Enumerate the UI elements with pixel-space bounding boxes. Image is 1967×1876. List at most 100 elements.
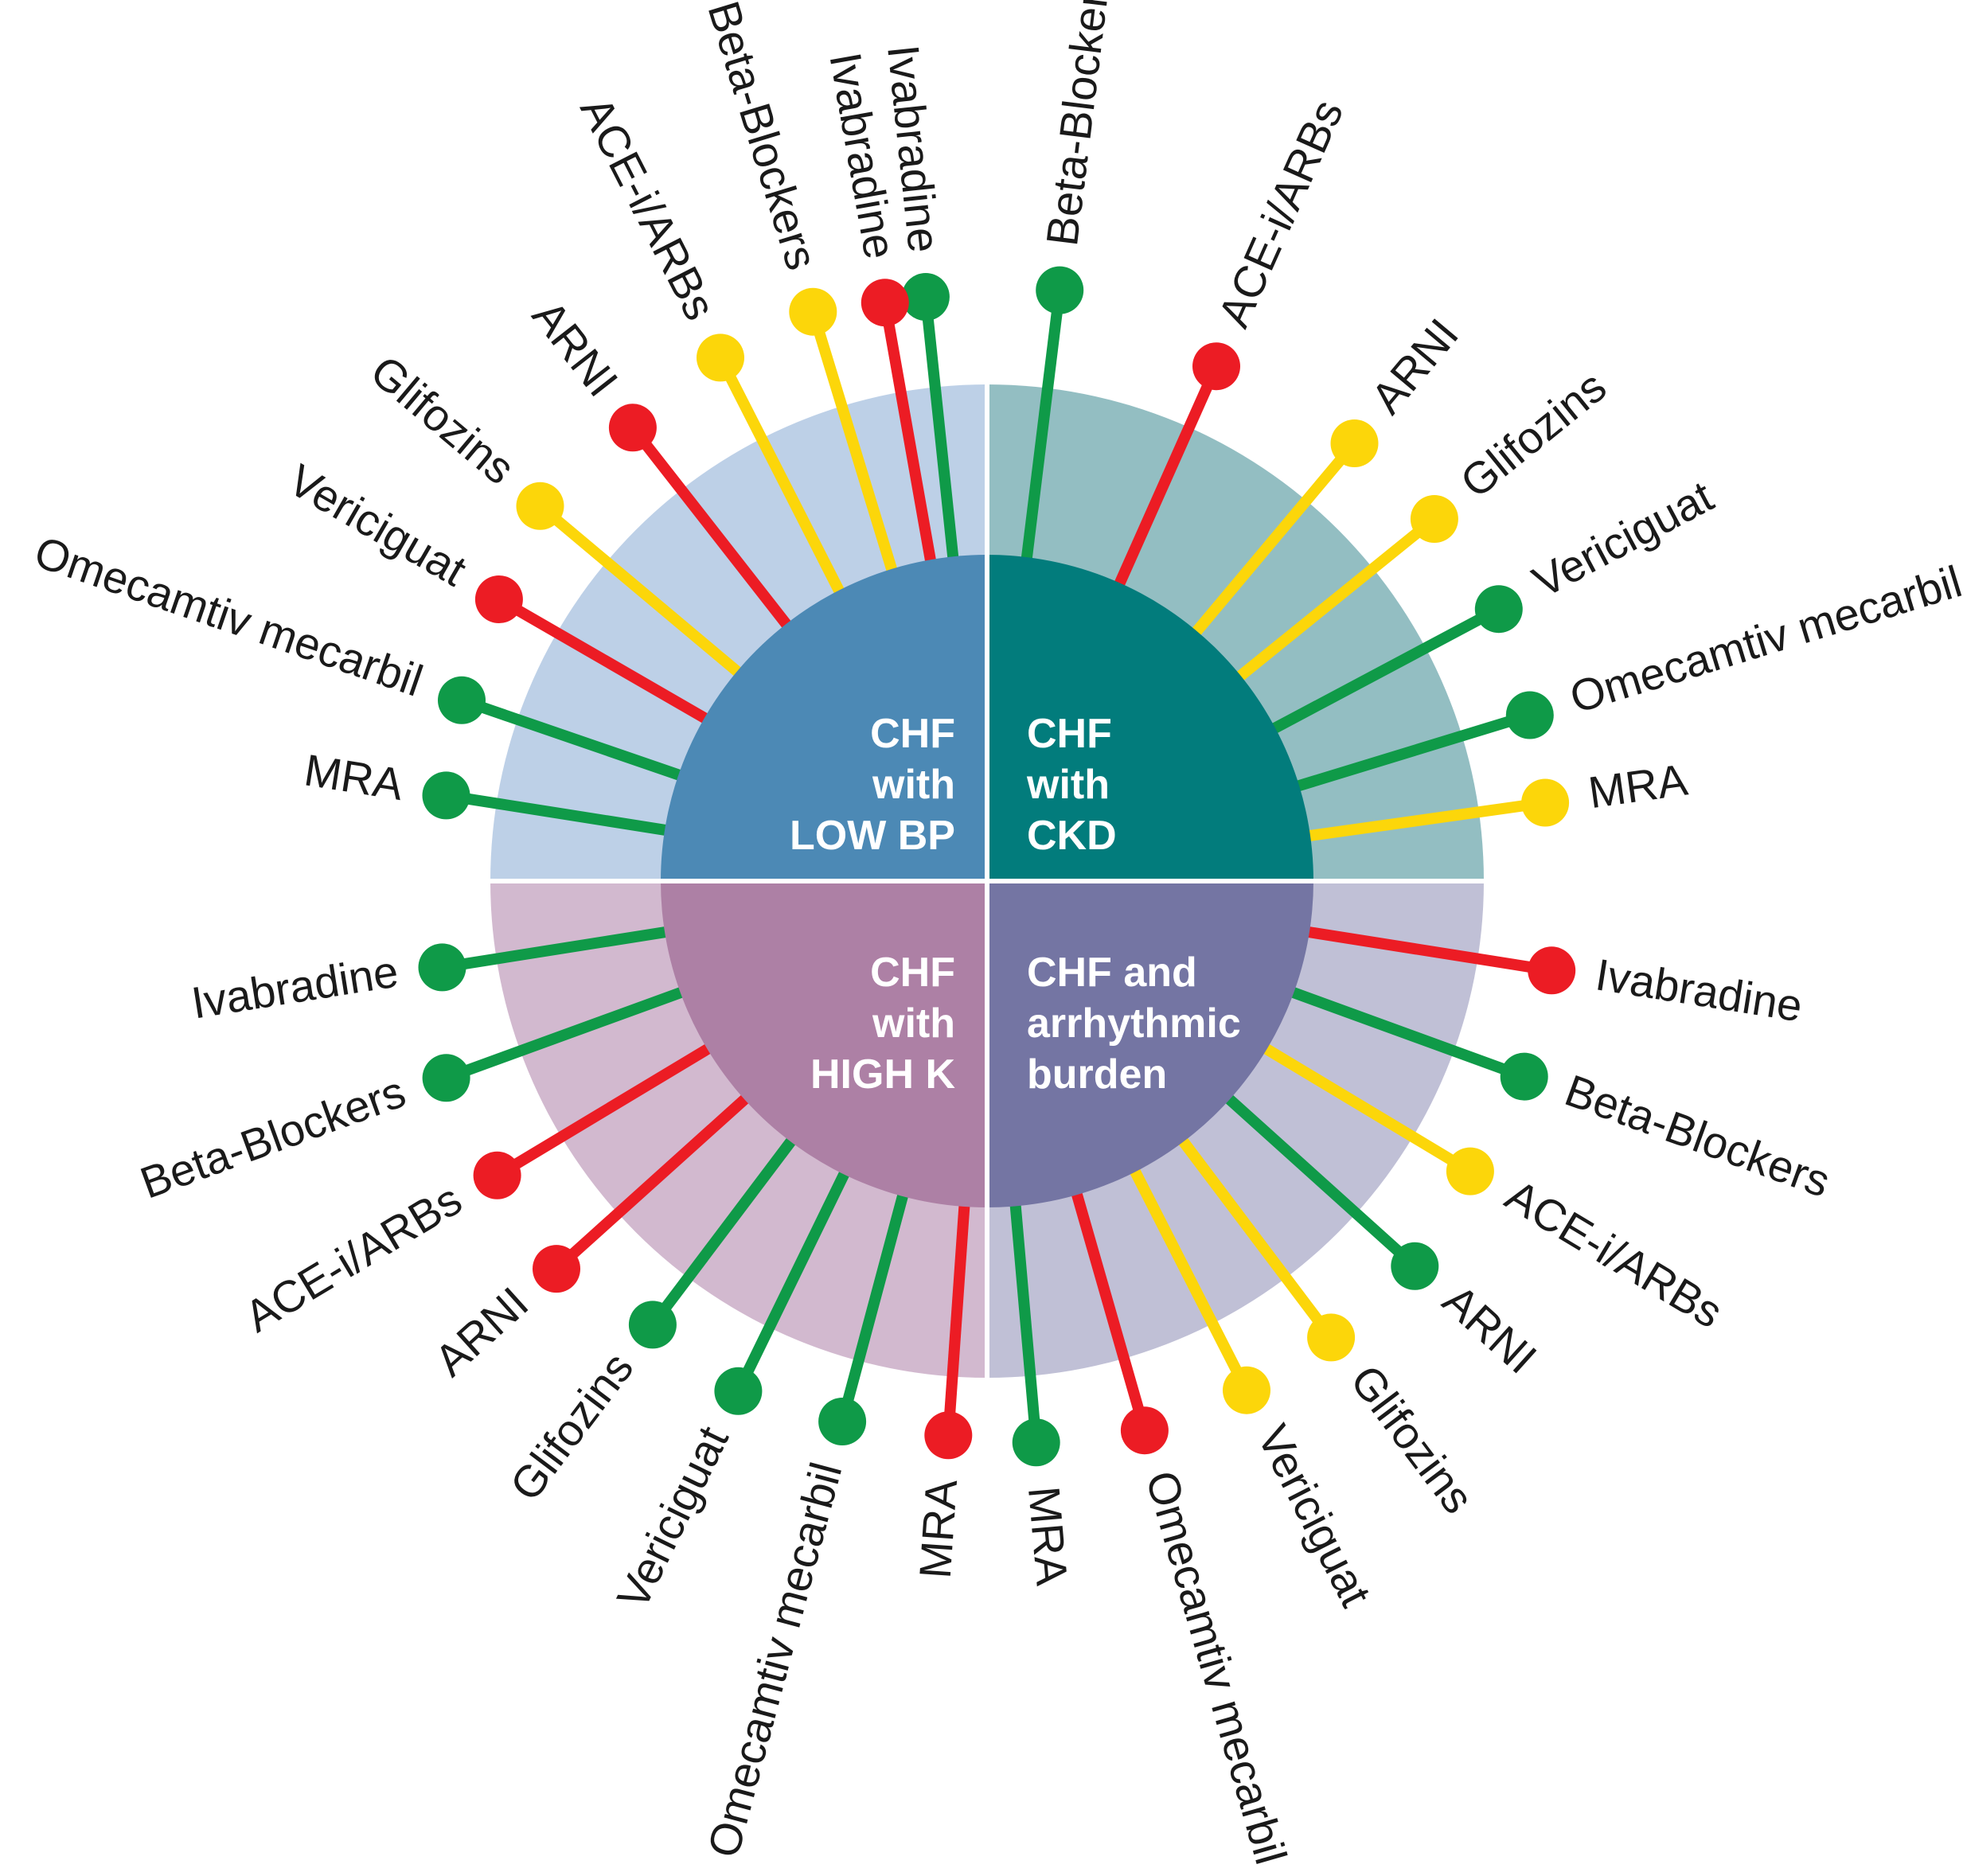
status-dot-ckd-0: [861, 279, 909, 327]
drug-label-low-bp-6: Beta-Blockers: [698, 0, 827, 275]
spoke-line-high-k-2: [733, 1163, 853, 1394]
spoke-line-arrhythmic-2: [1255, 1039, 1473, 1176]
spoke-line-ckd-0: [879, 301, 938, 571]
spoke-line-low-bp-3: [536, 501, 748, 682]
status-dot-arrhythmic-5: [1223, 1366, 1270, 1414]
drug-label-arrhythmic-6: Omecamtiv mecarbil: [1137, 1465, 1297, 1870]
spoke-line-arrhythmic-0: [1299, 925, 1553, 977]
spoke-line-ckd-5: [1264, 604, 1502, 738]
status-dot-high-k-0: [924, 1411, 973, 1460]
spoke-line-low-bp-5: [715, 355, 849, 602]
spoke-line-high-k-7: [441, 925, 675, 973]
status-dot-arrhythmic-4: [1307, 1313, 1356, 1362]
drug-label-high-k-0: MRA: [910, 1477, 967, 1580]
spoke-line-ckd-3: [1186, 439, 1359, 642]
spoke-line-ckd-1: [1020, 289, 1066, 567]
status-dot-arrhythmic-1: [1500, 1052, 1548, 1101]
status-dot-high-k-6: [422, 1054, 470, 1102]
status-dot-low-bp-3: [516, 482, 564, 530]
drug-label-high-k-3: Glifozins: [500, 1343, 643, 1509]
drug-label-ckd-5: Vericiguat: [1524, 470, 1721, 606]
drug-label-ckd-7: MRA: [1586, 754, 1692, 817]
center-label-arrhythmic-2: burden: [1027, 1051, 1167, 1098]
spoke-line-high-k-4: [552, 1089, 755, 1273]
status-dot-low-bp-7: [901, 273, 950, 321]
center-label-low-bp-2: LOW BP: [790, 813, 955, 859]
center-label-arrhythmic-1: arrhythmic: [1027, 1000, 1241, 1047]
drug-label-ckd-2: ACE-i/ARBs: [1208, 92, 1353, 334]
center-label-ckd-1: with: [1026, 762, 1110, 808]
spoke-line-ckd-2: [1110, 364, 1222, 595]
status-dot-low-bp-2: [474, 575, 523, 623]
status-dot-arrhythmic-7: [1012, 1418, 1060, 1467]
center-label-high-k-2: HIGH K: [810, 1051, 955, 1098]
spoke-line-high-k-3: [648, 1130, 802, 1328]
status-dot-ckd-6: [1505, 691, 1554, 739]
drug-label-high-k-4: ARNI: [425, 1277, 538, 1386]
drug-label-low-bp-2: Vericiguat: [280, 454, 475, 596]
spoke-line-ckd-4: [1229, 514, 1438, 686]
drug-label-low-bp-1: Omecamtiv mecarbil: [29, 526, 429, 706]
status-dot-high-k-2: [714, 1367, 763, 1415]
center-label-low-bp-0: CHF: [870, 711, 955, 757]
spoke-line-arrhythmic-7: [1009, 1195, 1042, 1443]
drug-label-ckd-3: ARNI: [1361, 309, 1468, 423]
status-dot-ckd-5: [1474, 585, 1523, 634]
status-dot-high-k-7: [418, 943, 466, 992]
drug-label-low-bp-4: ARNI: [523, 291, 628, 405]
status-dot-low-bp-4: [608, 404, 657, 452]
drug-label-ckd-6: Omecamtiv mecarbil: [1564, 556, 1967, 722]
spoke-line-ckd-6: [1288, 709, 1532, 794]
drug-label-arrhythmic-7: MRA: [1019, 1484, 1078, 1588]
spoke-line-ckd-7: [1300, 797, 1547, 843]
drug-label-arrhythmic-4: Glifozins: [1341, 1355, 1484, 1522]
status-dot-high-k-5: [473, 1151, 521, 1199]
center-label-high-k-0: CHF: [870, 950, 955, 996]
drug-label-arrhythmic-5: Vericiguat: [1248, 1417, 1382, 1614]
spoke-line-arrhythmic-4: [1173, 1130, 1336, 1341]
status-dot-low-bp-0: [422, 771, 470, 820]
status-dot-ckd-4: [1410, 495, 1458, 543]
status-dot-ckd-2: [1192, 342, 1240, 391]
spoke-line-low-bp-1: [459, 695, 689, 784]
spoke-line-arrhythmic-6: [1068, 1184, 1150, 1433]
status-dot-high-k-1: [818, 1398, 867, 1445]
drug-label-high-k-7: Ivabradine: [188, 946, 401, 1028]
status-dot-ckd-3: [1330, 419, 1379, 467]
drug-label-low-bp-3: Glifozins: [361, 345, 525, 493]
status-dot-ckd-1: [1036, 266, 1084, 314]
center-label-low-bp-1: with: [872, 762, 955, 808]
quadrant-core-ckd: [987, 555, 1313, 881]
center-label-ckd-0: CHF: [1027, 711, 1112, 757]
drug-label-low-bp-0: MRA: [301, 744, 407, 809]
drug-label-high-k-1: Omecamtiv mecarbil: [698, 1457, 852, 1862]
status-dot-arrhythmic-0: [1528, 946, 1576, 995]
status-dot-arrhythmic-3: [1391, 1242, 1439, 1290]
spoke-line-low-bp-4: [628, 423, 797, 635]
drug-label-arrhythmic-2: ACE-i/ARBs: [1497, 1169, 1731, 1337]
spoke-line-arrhythmic-1: [1282, 984, 1527, 1082]
status-dot-arrhythmic-6: [1120, 1406, 1169, 1455]
status-dot-high-k-3: [628, 1301, 677, 1349]
quadrant-core-high-k: [661, 881, 987, 1207]
drug-label-high-k-2: Vericiguat: [607, 1418, 739, 1617]
drug-label-ckd-4: Glifozins: [1451, 361, 1616, 508]
drug-label-high-k-5: ACE-i/ARBs: [236, 1174, 470, 1342]
spoke-line-high-k-1: [837, 1185, 911, 1423]
spoke-line-arrhythmic-5: [1126, 1160, 1252, 1393]
spoke-line-low-bp-7: [919, 296, 960, 567]
spoke-line-low-bp-6: [807, 310, 900, 580]
drug-label-arrhythmic-0: Ivabradine: [1592, 949, 1805, 1031]
status-dot-arrhythmic-2: [1446, 1147, 1494, 1195]
drug-label-arrhythmic-3: ARNI: [1434, 1274, 1547, 1383]
spoke-line-high-k-0: [943, 1196, 971, 1436]
drug-label-high-k-6: Beta-Blockers: [134, 1066, 412, 1207]
spoke-line-arrhythmic-3: [1219, 1089, 1419, 1271]
drug-label-low-bp-5: ACE-i/ARBs: [571, 88, 726, 327]
spoke-line-high-k-5: [494, 1039, 719, 1180]
spoke-line-low-bp-2: [496, 594, 716, 728]
status-dot-low-bp-1: [438, 676, 486, 724]
drug-label-arrhythmic-1: Beta-Blockers: [1559, 1065, 1836, 1207]
status-dot-low-bp-5: [697, 333, 744, 382]
quadrant-core-arrhythmic: [987, 881, 1313, 1207]
